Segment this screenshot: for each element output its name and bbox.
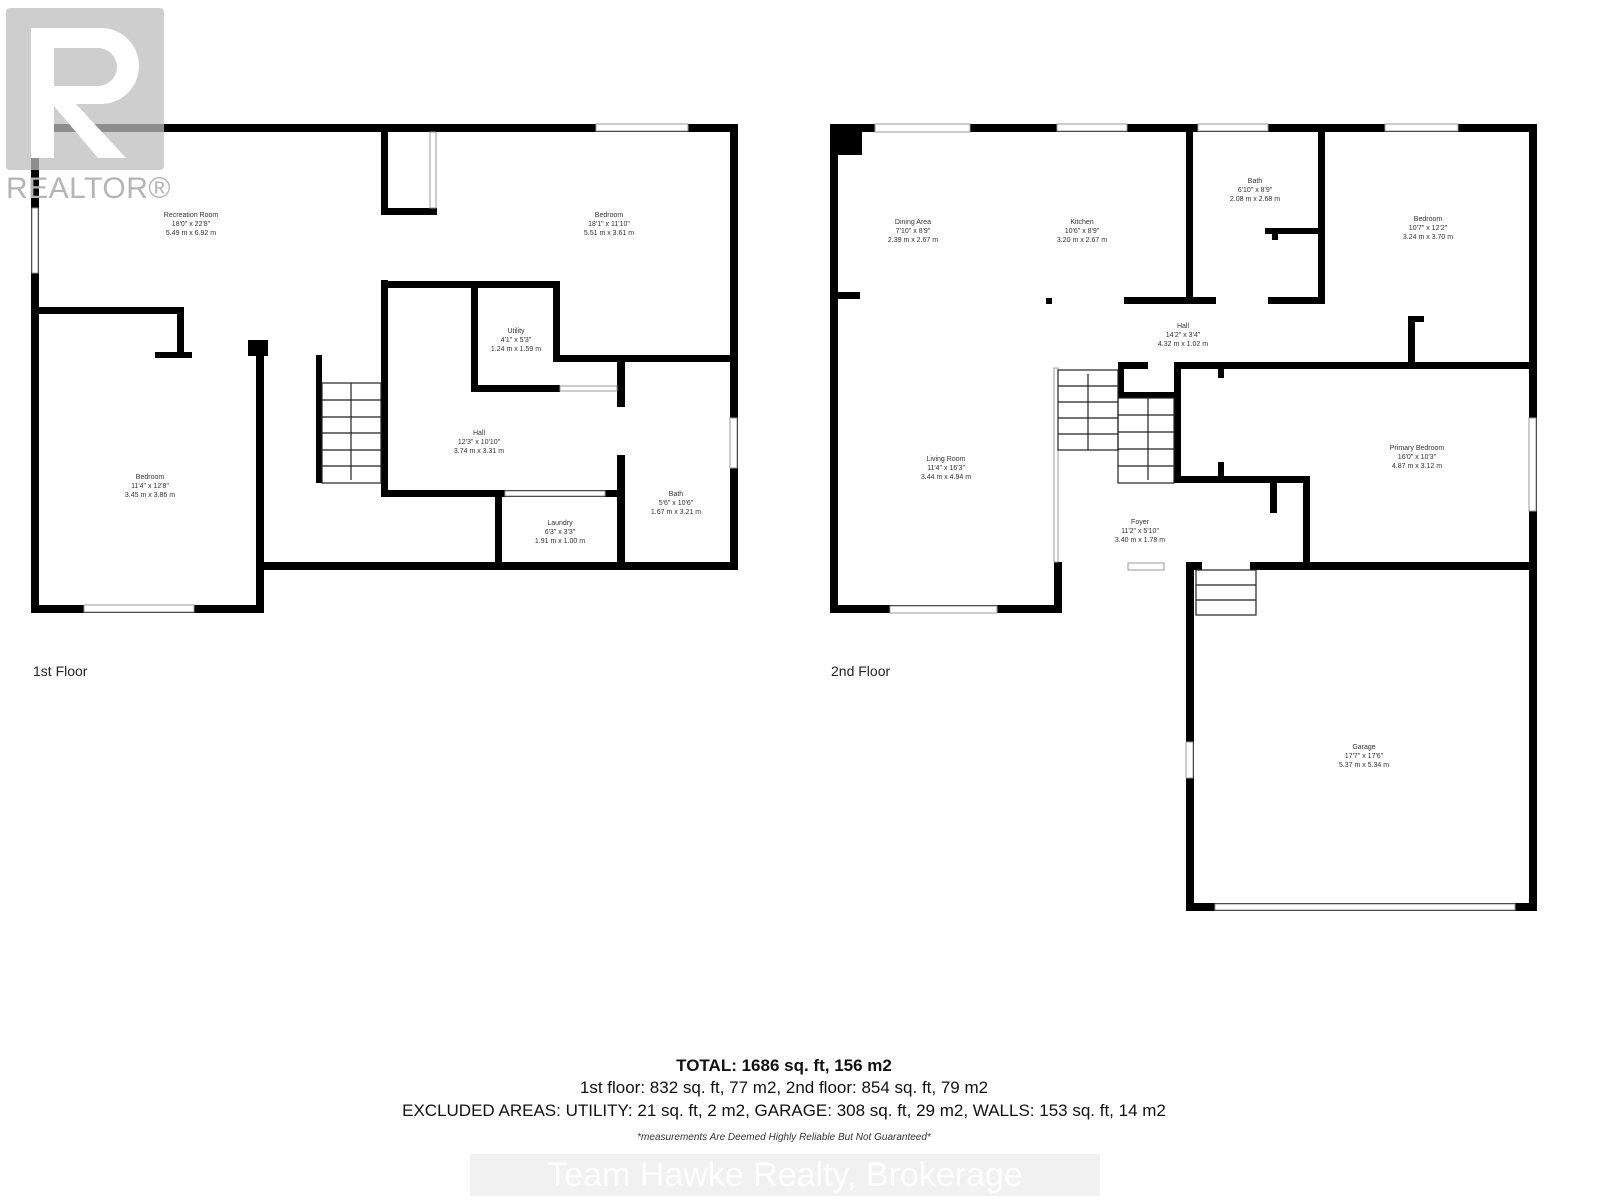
room-imperial: 6'10" x 8'9" bbox=[1238, 187, 1273, 194]
room-name: Recreation Room bbox=[164, 212, 219, 219]
second-floor-walls bbox=[830, 123, 1537, 911]
room-primary-bedroom: Primary Bedroom 16'0" x 10'3" 4.87 m x 3… bbox=[1390, 445, 1445, 470]
room-metric: 5.51 m x 3.61 m bbox=[584, 230, 634, 237]
room-name: Kitchen bbox=[1070, 219, 1093, 226]
room-metric: 1.24 m x 1.59 m bbox=[491, 346, 541, 353]
room-imperial: 11'2" x 5'10" bbox=[1121, 528, 1159, 535]
room-imperial: 18'1" x 11'10" bbox=[588, 221, 630, 228]
room-bath: Bath 5'6" x 10'6" 1.67 m x 3.21 m bbox=[651, 491, 701, 516]
room-imperial: 18'0" x 22'8" bbox=[172, 221, 211, 228]
room-imperial: 6'3" x 3'3" bbox=[545, 529, 576, 536]
total-area: TOTAL: 1686 sq. ft, 156 m2 bbox=[676, 1056, 892, 1075]
first-floor-walls bbox=[31, 123, 738, 613]
room-name: Bath bbox=[669, 491, 684, 498]
first-floor-stairs bbox=[321, 382, 382, 484]
room-name: Bedroom bbox=[1414, 216, 1443, 223]
room-kitchen: Kitchen 10'6" x 8'9" 3.20 m x 2.67 m bbox=[1057, 219, 1107, 244]
room-name: Bedroom bbox=[136, 474, 165, 481]
room-imperial: 16'0" x 10'3" bbox=[1398, 454, 1437, 461]
realtor-logo-text: REALTOR® bbox=[6, 172, 172, 205]
room-metric: 1.67 m x 3.21 m bbox=[651, 509, 701, 516]
room-name: Bedroom bbox=[595, 212, 624, 219]
room-imperial: 5'6" x 10'6" bbox=[659, 500, 694, 507]
room-bath: Bath 6'10" x 8'9" 2.08 m x 2.68 m bbox=[1230, 178, 1280, 203]
room-name: Dining Area bbox=[895, 219, 931, 226]
realtor-r-icon bbox=[6, 8, 164, 170]
room-bedroom: Bedroom 10'7" x 12'2" 3.24 m x 3.70 m bbox=[1403, 216, 1453, 241]
room-name: Utility bbox=[507, 328, 525, 335]
excluded-areas: EXCLUDED AREAS: UTILITY: 21 sq. ft, 2 m2… bbox=[402, 1101, 1166, 1120]
room-metric: 4.87 m x 3.12 m bbox=[1392, 463, 1442, 470]
room-name: Bath bbox=[1248, 178, 1263, 185]
room-living-room: Living Room 11'4" x 16'3" 3.44 m x 4.94 … bbox=[921, 456, 971, 481]
room-metric: 2.39 m x 2.67 m bbox=[888, 237, 938, 244]
room-metric: 3.45 m x 3.86 m bbox=[125, 492, 175, 499]
room-hall: Hall 14'2" x 3'4" 4.32 m x 1.02 m bbox=[1158, 323, 1208, 348]
brokerage-watermark: Team Hawke Realty, Brokerage bbox=[470, 1154, 1100, 1196]
room-imperial: 4'1" x 5'3" bbox=[501, 337, 532, 344]
room-metric: 3.20 m x 2.67 m bbox=[1057, 237, 1107, 244]
floor-label-1st: 1st Floor bbox=[33, 663, 88, 679]
room-name: Hall bbox=[1177, 323, 1190, 330]
room-hall: Hall 12'3" x 10'10" 3.74 m x 3.31 m bbox=[454, 430, 504, 455]
room-imperial: 11'4" x 16'3" bbox=[927, 465, 965, 472]
room-metric: 3.40 m x 1.78 m bbox=[1115, 537, 1165, 544]
room-laundry: Laundry 6'3" x 3'3" 1.91 m x 1.00 m bbox=[535, 520, 585, 545]
room-imperial: 11'4" x 12'8" bbox=[131, 483, 169, 490]
floor-areas: 1st floor: 832 sq. ft, 77 m2, 2nd floor:… bbox=[579, 1078, 989, 1097]
second-floor-stairs bbox=[1057, 369, 1257, 616]
room-metric: 1.91 m x 1.00 m bbox=[535, 538, 585, 545]
room-name: Laundry bbox=[547, 520, 573, 527]
room-metric: 3.74 m x 3.31 m bbox=[454, 448, 504, 455]
room-metric: 3.24 m x 3.70 m bbox=[1403, 234, 1453, 241]
room-imperial: 10'6" x 8'9" bbox=[1065, 228, 1100, 235]
room-metric: 4.32 m x 1.02 m bbox=[1158, 341, 1208, 348]
room-utility: Utility 4'1" x 5'3" 1.24 m x 1.59 m bbox=[491, 328, 541, 353]
room-name: Foyer bbox=[1131, 519, 1150, 526]
room-garage: Garage 17'7" x 17'6" 5.37 m x 5.34 m bbox=[1339, 744, 1389, 769]
disclaimer: *measurements Are Deemed Highly Reliable… bbox=[637, 1132, 931, 1143]
room-imperial: 12'3" x 10'10" bbox=[458, 439, 501, 446]
room-metric: 2.08 m x 2.68 m bbox=[1230, 196, 1280, 203]
room-name: Hall bbox=[473, 430, 486, 437]
room-recreation-room: Recreation Room 18'0" x 22'8" 5.49 m x 6… bbox=[164, 212, 219, 237]
room-dining-area: Dining Area 7'10" x 8'9" 2.39 m x 2.67 m bbox=[888, 219, 938, 244]
room-imperial: 7'10" x 8'9" bbox=[896, 228, 931, 235]
room-metric: 5.37 m x 5.34 m bbox=[1339, 762, 1389, 769]
floor-label-2nd: 2nd Floor bbox=[831, 663, 891, 679]
room-bedroom: Bedroom 18'1" x 11'10" 5.51 m x 3.61 m bbox=[584, 212, 634, 237]
room-imperial: 10'7" x 12'2" bbox=[1409, 225, 1448, 232]
room-name: Primary Bedroom bbox=[1390, 445, 1445, 452]
room-metric: 5.49 m x 6.92 m bbox=[166, 230, 216, 237]
room-imperial: 14'2" x 3'4" bbox=[1166, 332, 1201, 339]
room-name: Living Room bbox=[927, 456, 966, 463]
room-name: Garage bbox=[1352, 744, 1375, 751]
room-foyer: Foyer 11'2" x 5'10" 3.40 m x 1.78 m bbox=[1115, 519, 1165, 544]
room-metric: 3.44 m x 4.94 m bbox=[921, 474, 971, 481]
room-bedroom: Bedroom 11'4" x 12'8" 3.45 m x 3.86 m bbox=[125, 474, 175, 499]
room-imperial: 17'7" x 17'6" bbox=[1345, 753, 1384, 760]
